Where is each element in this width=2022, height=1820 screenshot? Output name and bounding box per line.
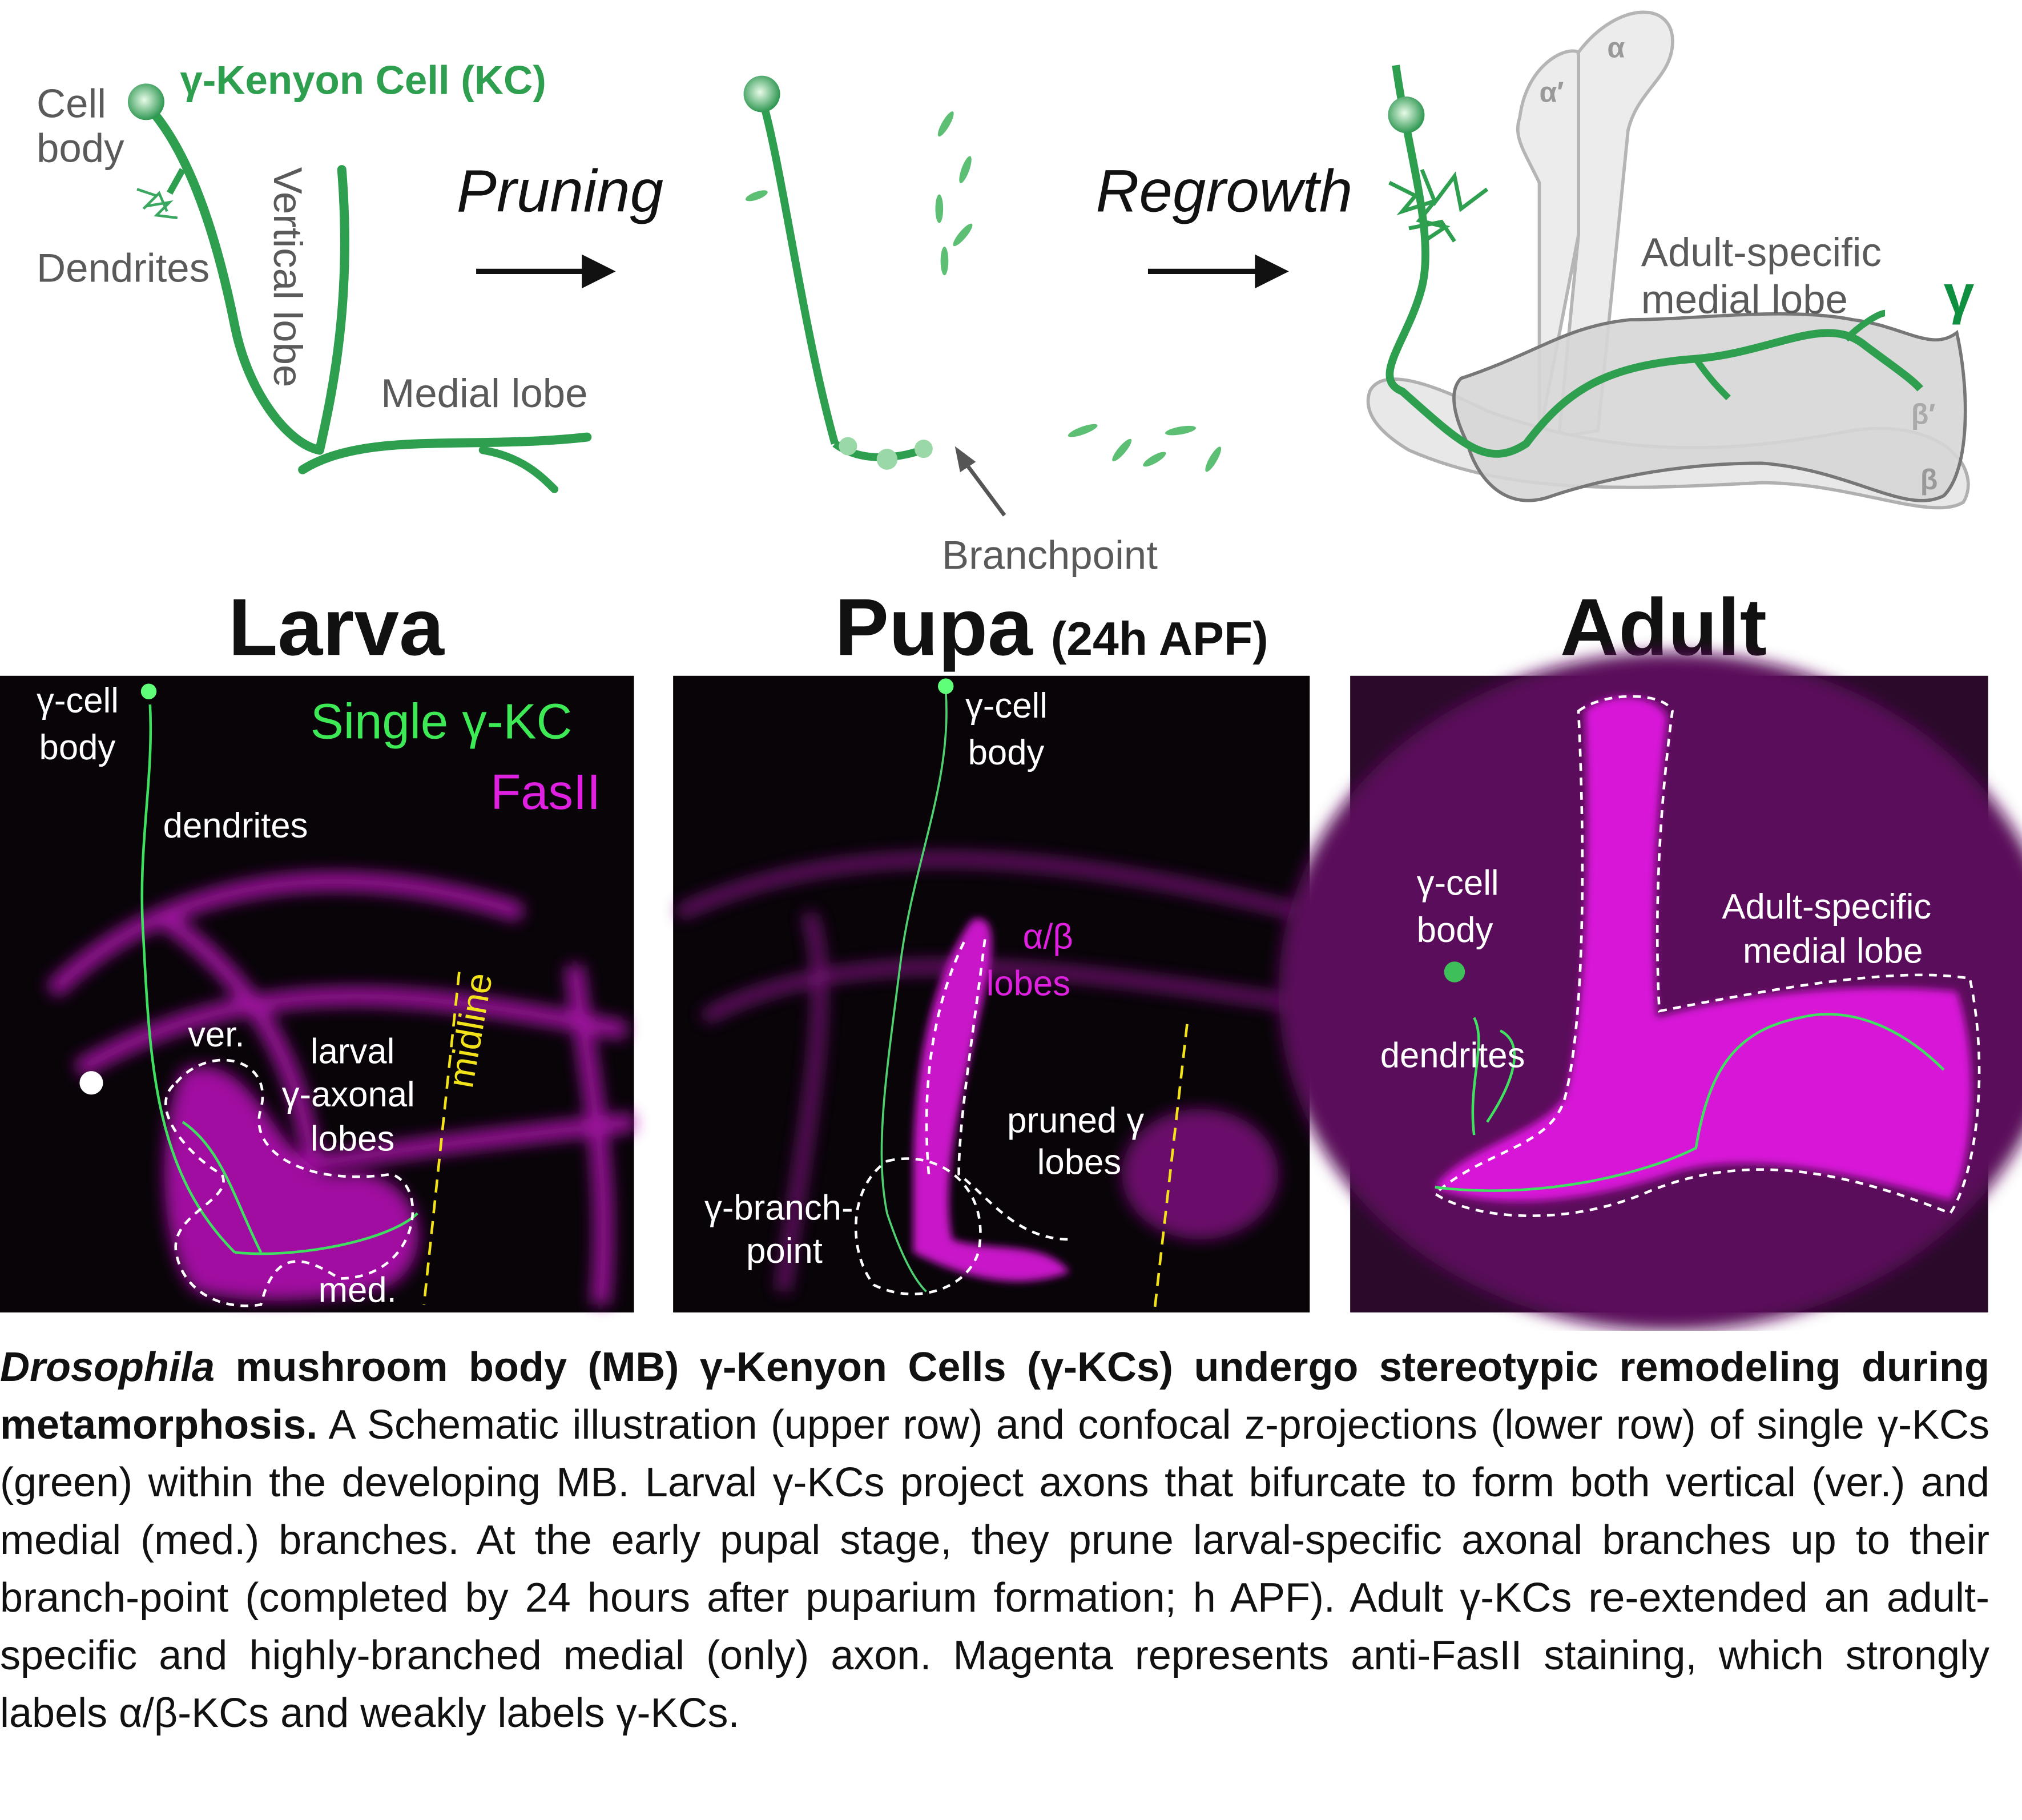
larva-cell-body-1: γ-cell	[37, 681, 119, 720]
figure: γ-Kenyon Cell (KC) Cell body Dendrites V…	[0, 10, 2022, 1331]
caption-title: mushroom body (MB) γ-Kenyon Cells (γ-KCs…	[0, 1344, 1989, 1448]
adult-micrograph: γ-cell body dendrites Adult-specific med…	[1278, 652, 2022, 1331]
stage-larva: Larva	[228, 582, 445, 673]
dendrites-label: Dendrites	[37, 246, 210, 291]
larva-micrograph: γ-cell body dendrites ver. larval γ-axon…	[0, 675, 635, 1312]
pruning-label: Pruning	[457, 158, 663, 224]
cell-body-label-1: Cell	[37, 82, 106, 127]
alpha-label: α	[1607, 31, 1625, 64]
adult-lobe-1: Adult-specific	[1722, 887, 1931, 927]
regrowth-label: Regrowth	[1096, 158, 1353, 224]
adult-schematic: α α′ β′ β Adult-specific medial lobe γ	[1366, 10, 1974, 510]
single-kc-label: Single γ-KC	[311, 694, 572, 749]
pupa-cell-body-1: γ-cell	[965, 686, 1048, 726]
pupa-pruned-1: pruned γ	[1007, 1101, 1144, 1141]
caption-species: Drosophila	[0, 1344, 215, 1390]
arrow-right-icon	[1147, 254, 1289, 289]
cell-body-icon	[127, 83, 164, 120]
branchpoint-label: Branchpoint	[942, 533, 1158, 578]
cell-body-icon	[1388, 96, 1425, 134]
fasii-label: FasII	[490, 764, 601, 820]
beta-prime-label: β′	[1911, 398, 1936, 430]
pupa-micrograph: γ-cell body pruned γ lobes γ-branch- poi…	[673, 675, 1310, 1312]
larva-ver: ver.	[188, 1015, 244, 1054]
stage-pupa: Pupa(24h APF)	[835, 582, 1268, 673]
kc-title: γ-Kenyon Cell (KC)	[180, 58, 546, 103]
adult-lobe-label-2: medial lobe	[1641, 277, 1848, 323]
adult-lobe-2: medial lobe	[1743, 932, 1923, 971]
fragments-icon	[745, 111, 1222, 472]
larva-cell-body-2: body	[39, 728, 116, 767]
beta-label: β	[1920, 463, 1938, 496]
adult-lobe-label-1: Adult-specific	[1641, 230, 1882, 275]
larva-dendrites: dendrites	[163, 806, 308, 845]
pupa-cell-body-2: body	[968, 733, 1045, 772]
caption-body: A Schematic illustration (upper row) and…	[0, 1402, 1989, 1736]
dendrite-icon	[136, 188, 178, 219]
cell-body-label-2: body	[37, 126, 124, 171]
alpha-prime-label: α′	[1539, 75, 1564, 108]
pupa-ab-lobes-2: lobes	[986, 964, 1070, 1004]
arrow-right-icon	[476, 254, 616, 289]
pupa-branchpoint-2: point	[746, 1231, 823, 1271]
figure-caption: Drosophila mushroom body (MB) γ-Kenyon C…	[0, 1339, 1989, 1742]
larva-lobes-2: γ-axonal	[282, 1075, 415, 1114]
pupa-branchpoint-1: γ-branch-	[704, 1189, 853, 1228]
larval-schematic: γ-Kenyon Cell (KC) Cell body Dendrites V…	[37, 58, 592, 493]
pupal-schematic: Branchpoint	[743, 75, 1222, 578]
larva-med: med.	[319, 1271, 397, 1310]
gamma-label: γ	[1944, 264, 1974, 325]
vertical-lobe-label: Vertical lobe	[265, 167, 310, 388]
adult-dendrites: dendrites	[1380, 1036, 1525, 1075]
pupa-ab-lobes-1: α/β	[1023, 917, 1073, 956]
cell-body-icon	[743, 75, 780, 112]
medial-lobe-label: Medial lobe	[381, 371, 587, 416]
dendrite-icon	[1388, 168, 1489, 243]
adult-cell-body-2: body	[1417, 911, 1493, 950]
arrow-icon	[954, 446, 1006, 517]
larva-lobes-3: lobes	[311, 1120, 394, 1159]
adult-cell-body-1: γ-cell	[1417, 864, 1499, 903]
pupa-pruned-2: lobes	[1037, 1143, 1121, 1182]
larva-lobes-1: larval	[311, 1032, 394, 1071]
